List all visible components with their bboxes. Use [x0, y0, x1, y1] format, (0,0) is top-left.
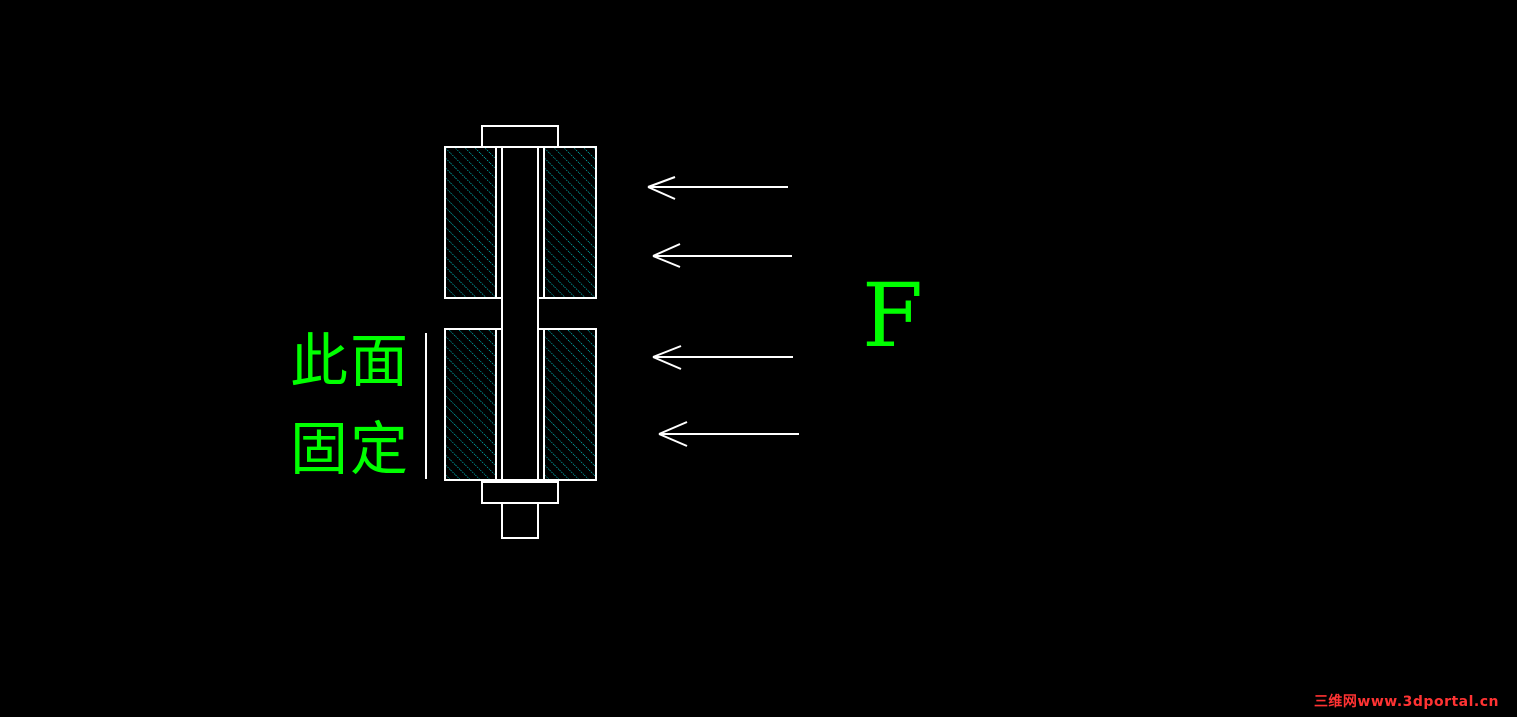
fixed-face-label-line1: 此面 — [290, 327, 411, 395]
shaft-end — [501, 502, 539, 539]
upper-sleeve — [496, 146, 544, 299]
force-arrow-2 — [652, 243, 792, 268]
upper-left-block — [444, 146, 497, 299]
fixed-face-label-line2: 固定 — [290, 415, 411, 483]
force-arrow-4 — [658, 421, 799, 447]
lower-left-block — [444, 328, 497, 481]
lower-right-block — [543, 328, 597, 481]
watermark: 三维网www.3dportal.cn — [1313, 694, 1499, 710]
center-shaft — [501, 147, 539, 482]
upper-right-block — [543, 146, 597, 299]
force-label: F — [862, 264, 924, 367]
force-arrow-1 — [647, 176, 788, 200]
bottom-nut — [481, 481, 559, 504]
top-cap — [481, 125, 559, 148]
force-arrow-3 — [652, 345, 793, 370]
lower-sleeve — [496, 328, 544, 481]
